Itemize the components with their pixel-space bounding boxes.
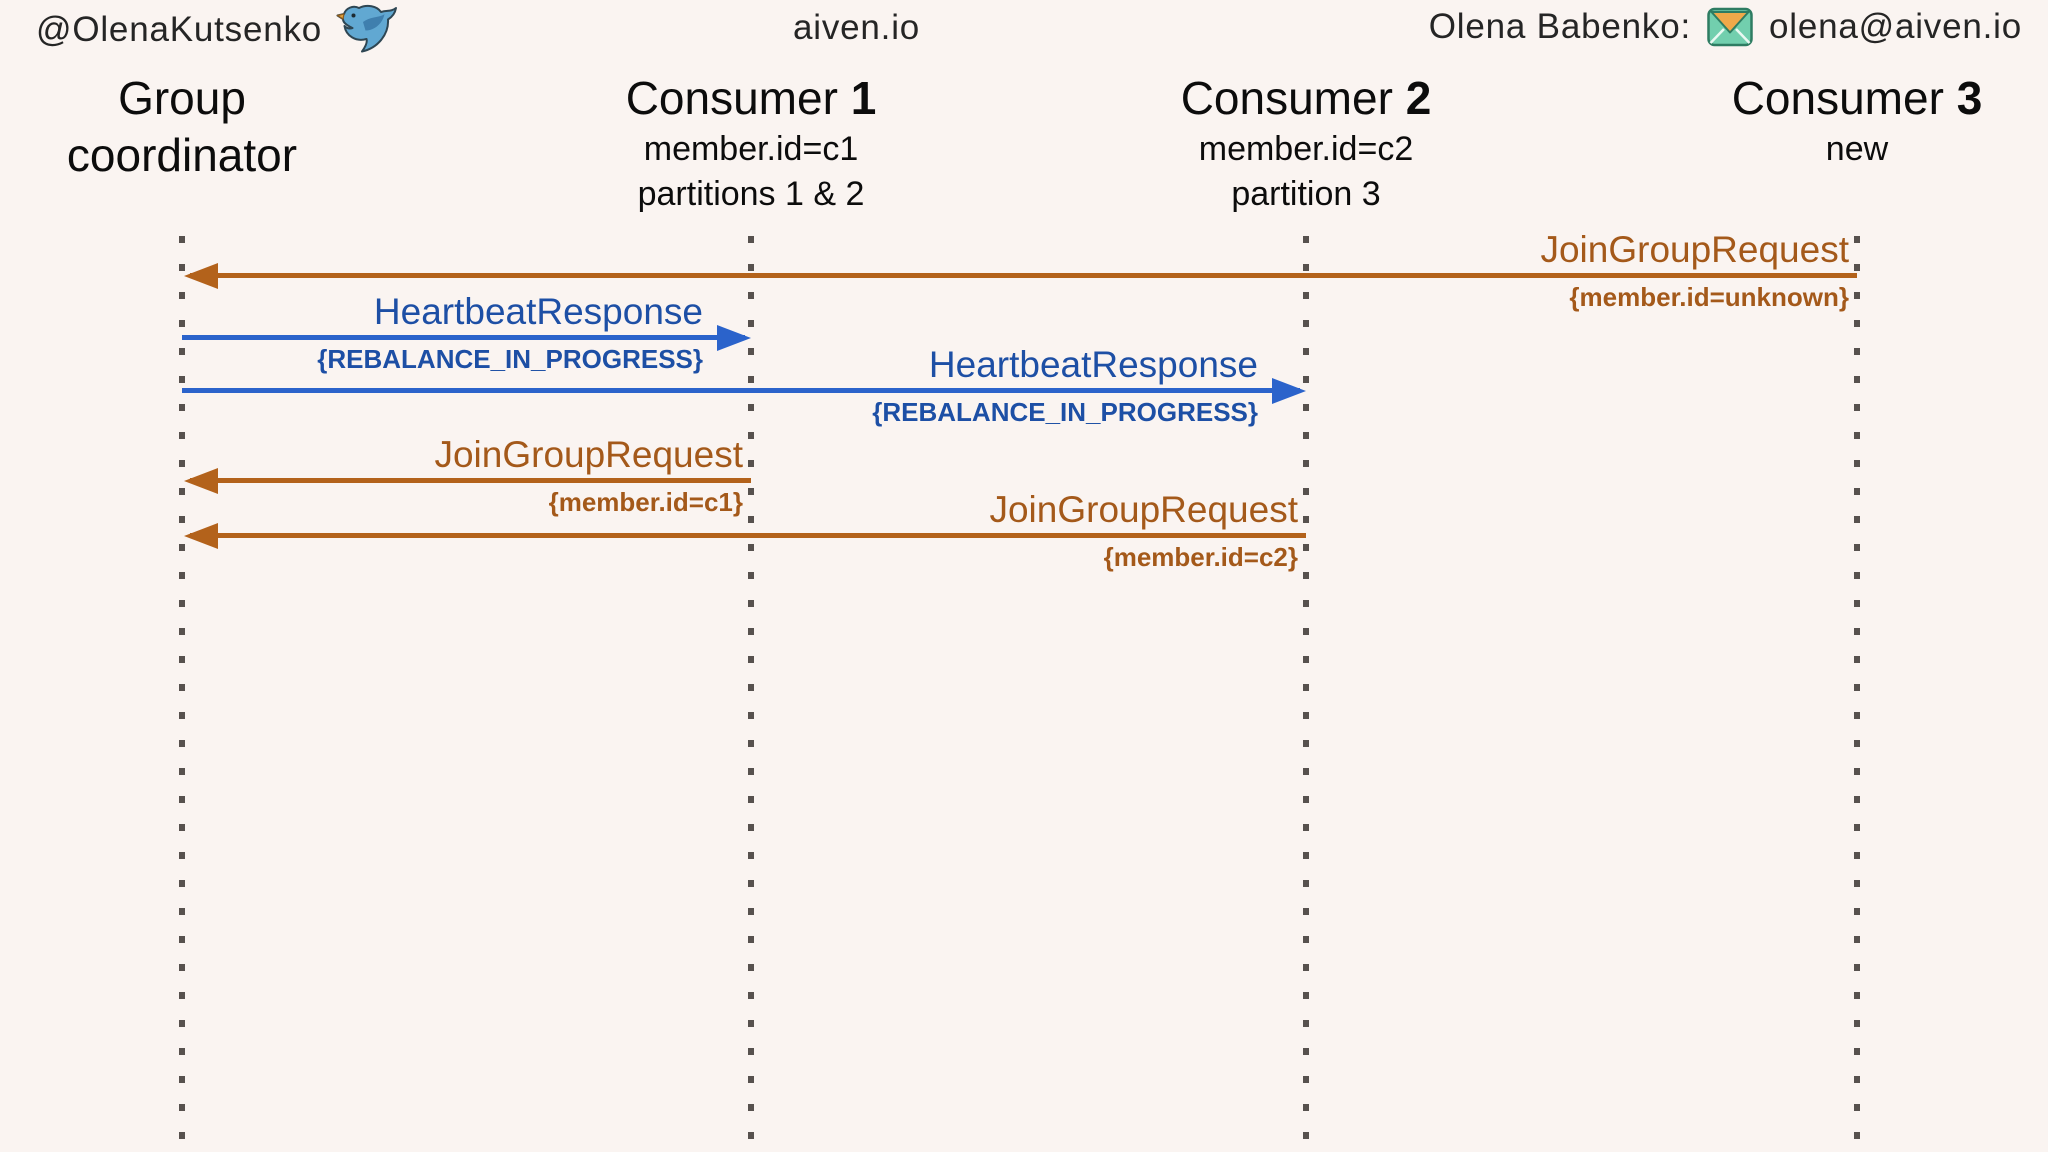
message-sublabel: {REBALANCE_IN_PROGRESS}	[872, 397, 1258, 427]
actor-subtitle: member.id=c1	[643, 130, 859, 168]
message-line	[190, 478, 751, 483]
message-line	[182, 388, 1300, 393]
arrowhead-left-icon	[184, 468, 218, 494]
message-line	[190, 273, 1857, 278]
contact-email: olena@aiven.io	[1768, 7, 2022, 46]
message-label: JoinGroupRequest	[989, 489, 1298, 530]
actor-title: Consumer 2	[1181, 70, 1432, 127]
message-label: HeartbeatResponse	[928, 344, 1258, 385]
arrowhead-left-icon	[184, 523, 218, 549]
actor-subtitle: partitions 1 & 2	[637, 175, 865, 213]
header-right: Olena Babenko: olena@aiven.io	[1429, 6, 2022, 48]
arrowhead-left-icon	[184, 263, 218, 289]
message-sublabel: {REBALANCE_IN_PROGRESS}	[317, 344, 703, 374]
actor-title-text: Consumer	[625, 72, 838, 124]
arrowhead-right-icon	[1272, 378, 1306, 404]
message-sublabel: {member.id=c2}	[1103, 542, 1298, 572]
actor-subtitle: member.id=c2	[1198, 130, 1414, 168]
message-label: JoinGroupRequest	[1540, 229, 1849, 270]
contact-name: Olena Babenko:	[1428, 7, 1691, 46]
twitter-handle: @OlenaKutsenko	[36, 10, 323, 49]
actor-title: coordinator	[67, 127, 297, 184]
message-label: HeartbeatResponse	[373, 291, 703, 332]
message-sublabel: {member.id=unknown}	[1569, 282, 1849, 312]
actor-title: Group	[67, 70, 297, 127]
actor-title-text: Consumer	[1731, 72, 1944, 124]
lifeline-consumer-2	[1303, 236, 1309, 1152]
twitter-bird-icon	[336, 4, 398, 56]
lifeline-consumer-1	[748, 236, 754, 1152]
site-url: aiven.io	[793, 8, 921, 47]
actor-number: 3	[1956, 72, 1983, 124]
envelope-icon	[1707, 6, 1753, 48]
actor-title: Consumer 1	[626, 70, 877, 127]
arrowhead-right-icon	[717, 325, 751, 351]
actor-title: Consumer 3	[1732, 70, 1983, 127]
header-site: aiven.io	[793, 8, 920, 48]
actor-subtitle: new	[1825, 130, 1889, 168]
actor-subtitle: partition 3	[1231, 175, 1381, 213]
lifeline-consumer-3	[1854, 236, 1860, 1152]
lifeline-group-coordinator	[179, 236, 185, 1152]
actor-number: 2	[1405, 72, 1432, 124]
message-line	[190, 533, 1306, 538]
actor-title-text: Group	[118, 72, 246, 124]
message-line	[182, 335, 745, 340]
actor-title-text: coordinator	[66, 129, 298, 181]
message-label: JoinGroupRequest	[434, 434, 743, 475]
header-left: @OlenaKutsenko	[36, 4, 398, 56]
actor-number: 1	[850, 72, 877, 124]
actor-title-text: Consumer	[1180, 72, 1393, 124]
message-sublabel: {member.id=c1}	[548, 487, 743, 517]
